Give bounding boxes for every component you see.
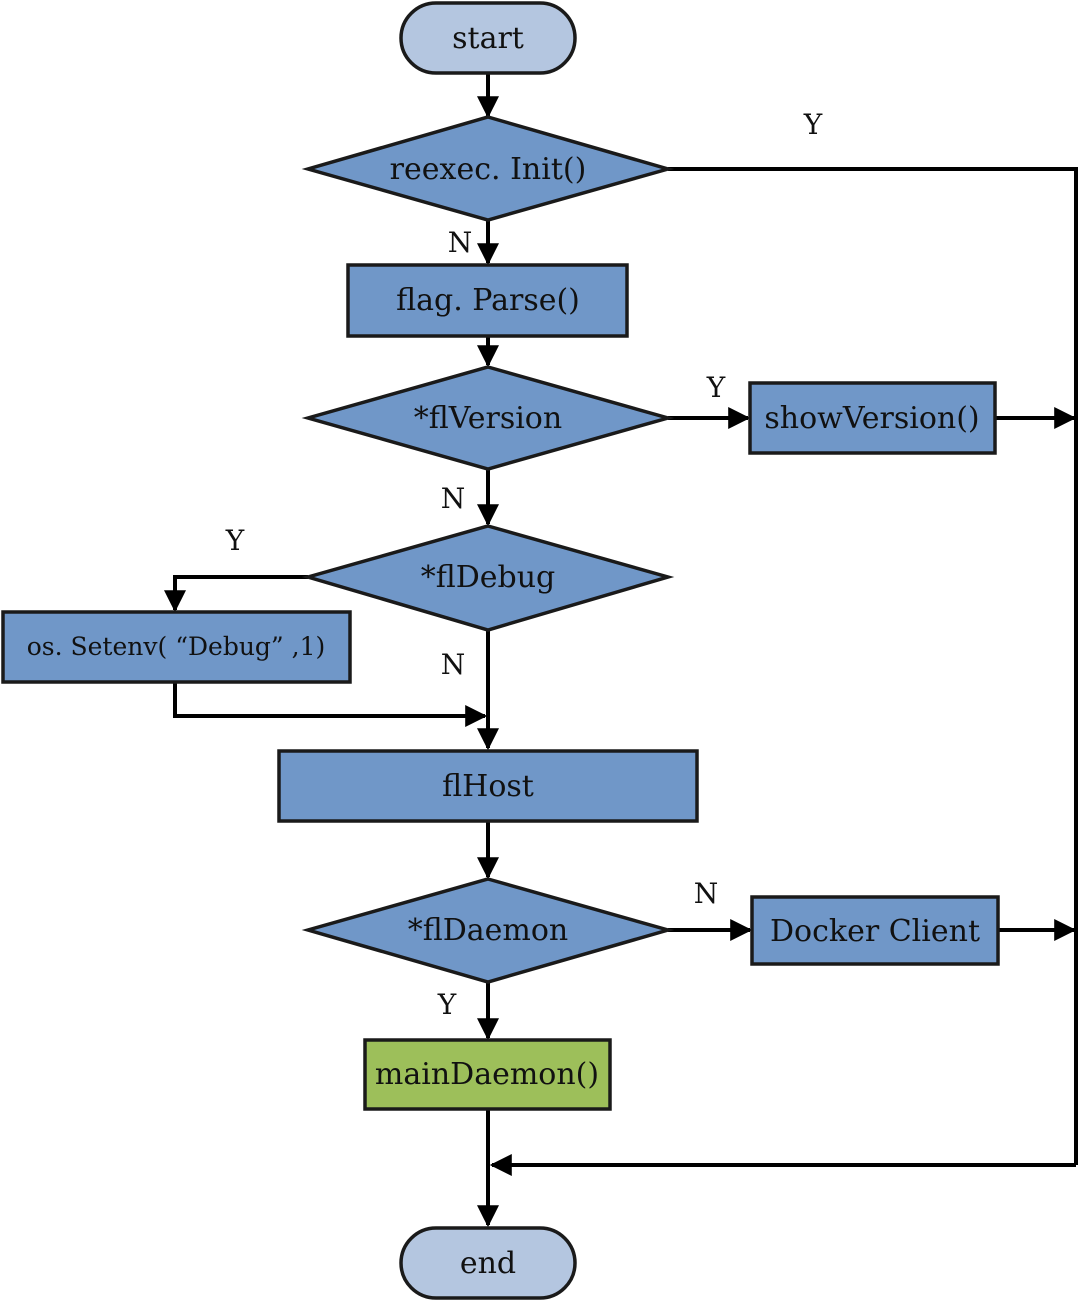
flversion-decision-label: *flVersion <box>414 401 562 436</box>
os-setenv-process-label: os. Setenv( “Debug” ,1) <box>27 632 326 661</box>
end-terminal: end <box>399 1226 577 1300</box>
end-terminal-shape <box>399 1226 577 1300</box>
main-daemon-process-label: mainDaemon() <box>375 1057 599 1092</box>
flversion-yes-label: Y <box>706 371 726 404</box>
fldebug-no-label: N <box>441 648 466 681</box>
fldaemon-decision-label: *flDaemon <box>408 913 569 948</box>
fldaemon-yes-label: Y <box>437 988 457 1021</box>
reexec-no-label: N <box>448 226 473 259</box>
fldebug-decision: *flDebug <box>301 524 675 632</box>
start-terminal: start <box>399 1 577 75</box>
end-terminal-label: end <box>460 1246 516 1281</box>
docker-client-process-label: Docker Client <box>770 914 980 949</box>
reexec-init-decision: reexec. Init() <box>301 115 675 222</box>
main-daemon-process: mainDaemon() <box>363 1038 612 1111</box>
flag-parse-process: flag. Parse() <box>346 263 629 338</box>
fldaemon-decision: *flDaemon <box>301 877 675 984</box>
flversion-no-label: N <box>441 482 466 515</box>
edge-setenv-to-merge <box>173 682 488 727</box>
docker-client-process-shape <box>750 895 1000 966</box>
show-version-process-shape <box>748 381 997 455</box>
flag-parse-process-label: flag. Parse() <box>396 283 580 318</box>
edge-fldebug-yes-to-setenv <box>164 575 308 613</box>
show-version-process: showVersion() <box>748 381 997 455</box>
docker-client-process: Docker Client <box>750 895 1000 966</box>
reexec-yes-label: Y <box>803 108 823 141</box>
reexec-init-decision-shape <box>301 115 675 222</box>
flhost-process-label: flHost <box>442 769 534 804</box>
main-daemon-process-shape <box>363 1038 612 1111</box>
start-terminal-shape <box>399 1 577 75</box>
fldebug-decision-label: *flDebug <box>421 560 556 595</box>
fldebug-decision-shape <box>301 524 675 632</box>
show-version-process-label: showVersion() <box>764 401 979 436</box>
reexec-init-decision-label: reexec. Init() <box>390 152 587 187</box>
flhost-process: flHost <box>277 749 699 823</box>
flag-parse-process-shape <box>346 263 629 338</box>
fldebug-yes-label: Y <box>225 524 245 557</box>
start-terminal-label: start <box>452 21 524 56</box>
flversion-decision: *flVersion <box>301 365 675 471</box>
os-setenv-process-shape <box>1 610 352 684</box>
fldaemon-no-label: N <box>694 877 719 910</box>
fldaemon-decision-shape <box>301 877 675 984</box>
edge-reexec-yes-to-right-rail <box>668 167 1078 1165</box>
os-setenv-process: os. Setenv( “Debug” ,1) <box>1 610 352 684</box>
flhost-process-shape <box>277 749 699 823</box>
flversion-decision-shape <box>301 365 675 471</box>
